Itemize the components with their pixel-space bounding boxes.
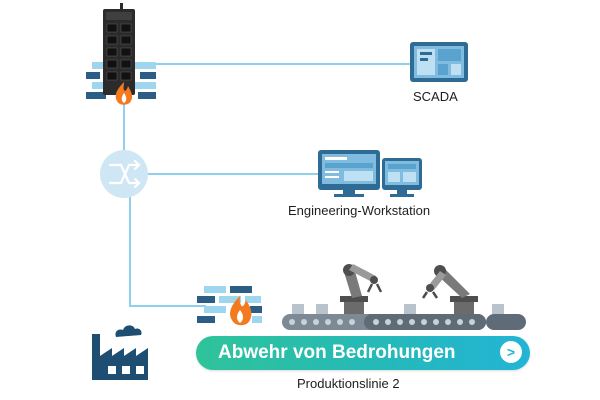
chevron-right-icon: >: [500, 341, 522, 363]
scada-label: SCADA: [413, 89, 458, 104]
scada-monitor-icon: [410, 42, 468, 82]
threat-defense-button[interactable]: Abwehr von Bedrohungen >: [196, 336, 530, 370]
brick-wall-icon: [86, 62, 156, 99]
factory-icon: [92, 325, 148, 380]
workstation-monitors-icon: [318, 150, 422, 197]
production-firewall: [197, 286, 262, 326]
conveyor-belt-icon: [282, 304, 526, 330]
fire-icon: [230, 296, 252, 326]
fire-icon: [115, 82, 133, 105]
industrial-firewall-device: [86, 3, 156, 105]
robot-arm-icon: [421, 265, 478, 316]
production-line-label: Produktionslinie 2: [297, 376, 400, 391]
connection-lines: [123, 63, 410, 307]
robot-arm-icon: [340, 264, 383, 316]
network-switch-icon: [100, 150, 148, 198]
engineering-workstation-label: Engineering-Workstation: [288, 203, 431, 218]
threat-defense-label: Abwehr von Bedrohungen: [218, 342, 456, 363]
line-switch-production: [129, 196, 206, 307]
production-line: [282, 264, 526, 330]
brick-wall-icon: [197, 286, 262, 323]
